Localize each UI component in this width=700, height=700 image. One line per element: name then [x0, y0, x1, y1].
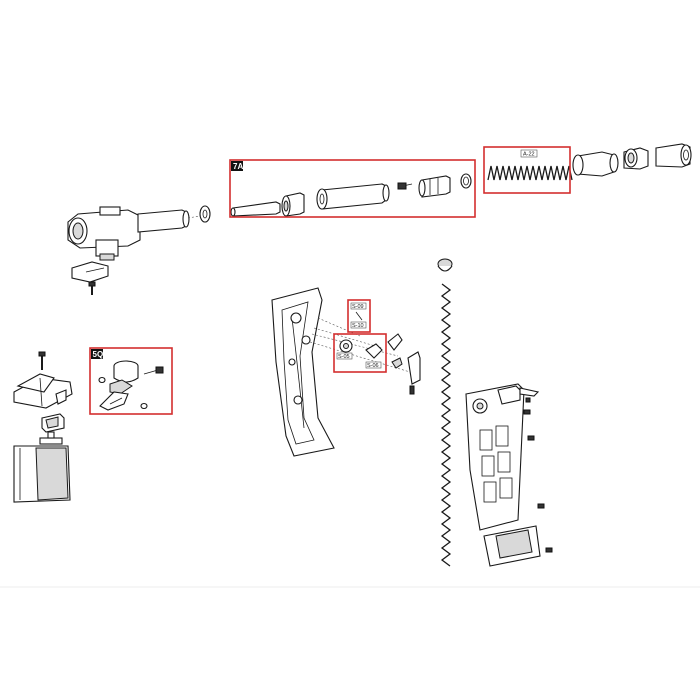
label-s06: S-06	[367, 363, 379, 369]
magazine-shell-left	[271, 287, 411, 457]
callout-a22: A-22	[483, 146, 571, 194]
label-a22: A-22	[523, 152, 535, 158]
callout-s09-s10: S-09 S-10	[347, 299, 371, 333]
follower-small-parts	[387, 333, 421, 395]
label-s10: S-10	[352, 323, 364, 329]
magazine-shell-right	[465, 383, 541, 567]
recoil-spring-a22	[487, 165, 573, 181]
label-s05: S-05	[338, 354, 350, 360]
callout-5q: 5Q	[89, 347, 173, 415]
callout-s05-s06: S-05 S-06	[333, 333, 387, 373]
rear-cylinder-parts	[572, 143, 692, 177]
magazine-spring	[437, 258, 453, 567]
valve-body-assembly	[67, 205, 211, 295]
label-s09: S-09	[352, 304, 364, 310]
feed-block-assembly	[13, 351, 73, 503]
magazine-screws	[523, 397, 553, 553]
group-7a-parts	[230, 173, 472, 217]
group-5q-parts	[98, 360, 164, 411]
label-5q: 5Q	[93, 350, 104, 359]
callout-7a: 7A	[229, 159, 476, 218]
label-7a: 7A	[233, 162, 243, 171]
